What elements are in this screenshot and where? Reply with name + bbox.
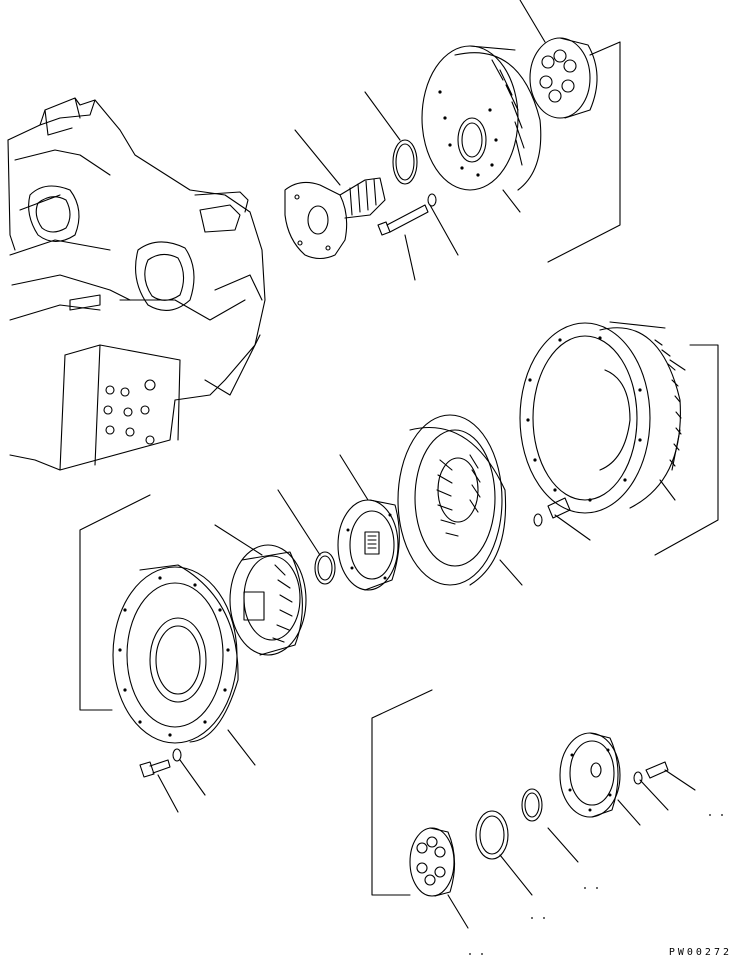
washer-middle [533,513,543,527]
snap-ring-lower [521,788,543,822]
snap-ring-upper [392,139,418,185]
end-cover-lower [559,732,621,818]
bearing-cage-lower [409,827,456,897]
transmission-housing [7,97,266,471]
output-flange-shaft [284,177,386,260]
seal-ring-lower [475,810,509,860]
bearing-cage-upper [529,37,598,119]
stator-hub [337,499,400,591]
washer-lower-right [633,771,643,785]
drive-case-flange [112,564,239,744]
group-bracket-right [654,344,719,556]
group-bracket-lower [371,689,433,896]
leader-lines [157,0,696,929]
torque-converter-housing [519,321,686,514]
figure-code: PW00272 [668,947,732,958]
bolt-lower-right [645,761,669,779]
turbine-wheel [397,414,507,586]
label-ticks [469,814,723,955]
snap-ring-middle [314,551,336,585]
bolt-upper [377,204,429,236]
bolt-middle [547,497,571,519]
bolt-lower-left [139,759,171,778]
drum-upper [421,45,542,191]
washer-lower-left [172,748,182,762]
pump-impeller [229,544,307,656]
washer-upper [427,193,437,207]
group-bracket-upper [547,41,621,263]
group-bracket-left [79,494,151,711]
